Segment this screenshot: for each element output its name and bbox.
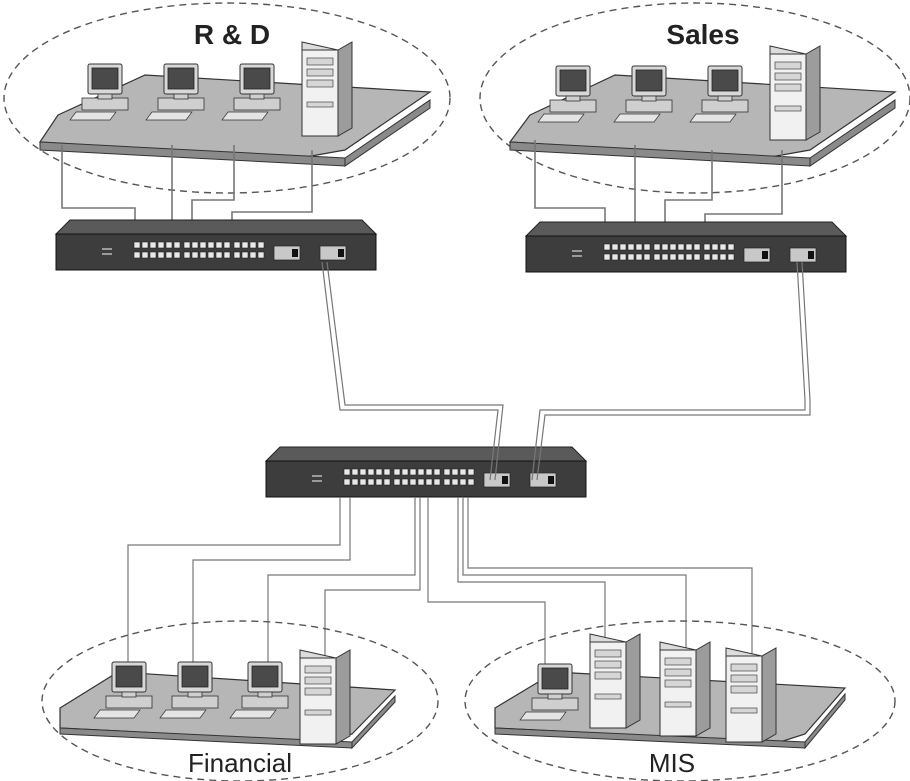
zone-rd: R & D: [3, 2, 451, 194]
zone-label-sales: Sales: [666, 19, 739, 50]
zone-mis: MIS: [464, 620, 896, 781]
server-tower-icon: [589, 633, 641, 729]
zone-rd-outline: [3, 2, 451, 194]
zone-label-financial: Financial: [188, 748, 292, 778]
server-tower-icon: [769, 45, 821, 141]
zone-mis-outline: [464, 620, 896, 781]
zone-label-rd: R & D: [194, 19, 270, 50]
server-tower-icon: [301, 41, 353, 137]
zone-sales-outline: [479, 2, 910, 194]
zone-sales: Sales: [479, 2, 910, 194]
server-tower-icon: [299, 649, 351, 745]
network-switch-icon: [525, 221, 847, 273]
server-tower-icon: [725, 647, 777, 743]
bottom-cables: [127, 497, 753, 676]
server-tower-icon: [659, 641, 711, 737]
zone-financial-outline: [41, 620, 439, 781]
network-switch-icon: [55, 219, 377, 271]
zone-financial: Financial: [41, 620, 439, 781]
uplink-cables: [321, 261, 811, 481]
zone-label-mis: MIS: [649, 748, 695, 778]
